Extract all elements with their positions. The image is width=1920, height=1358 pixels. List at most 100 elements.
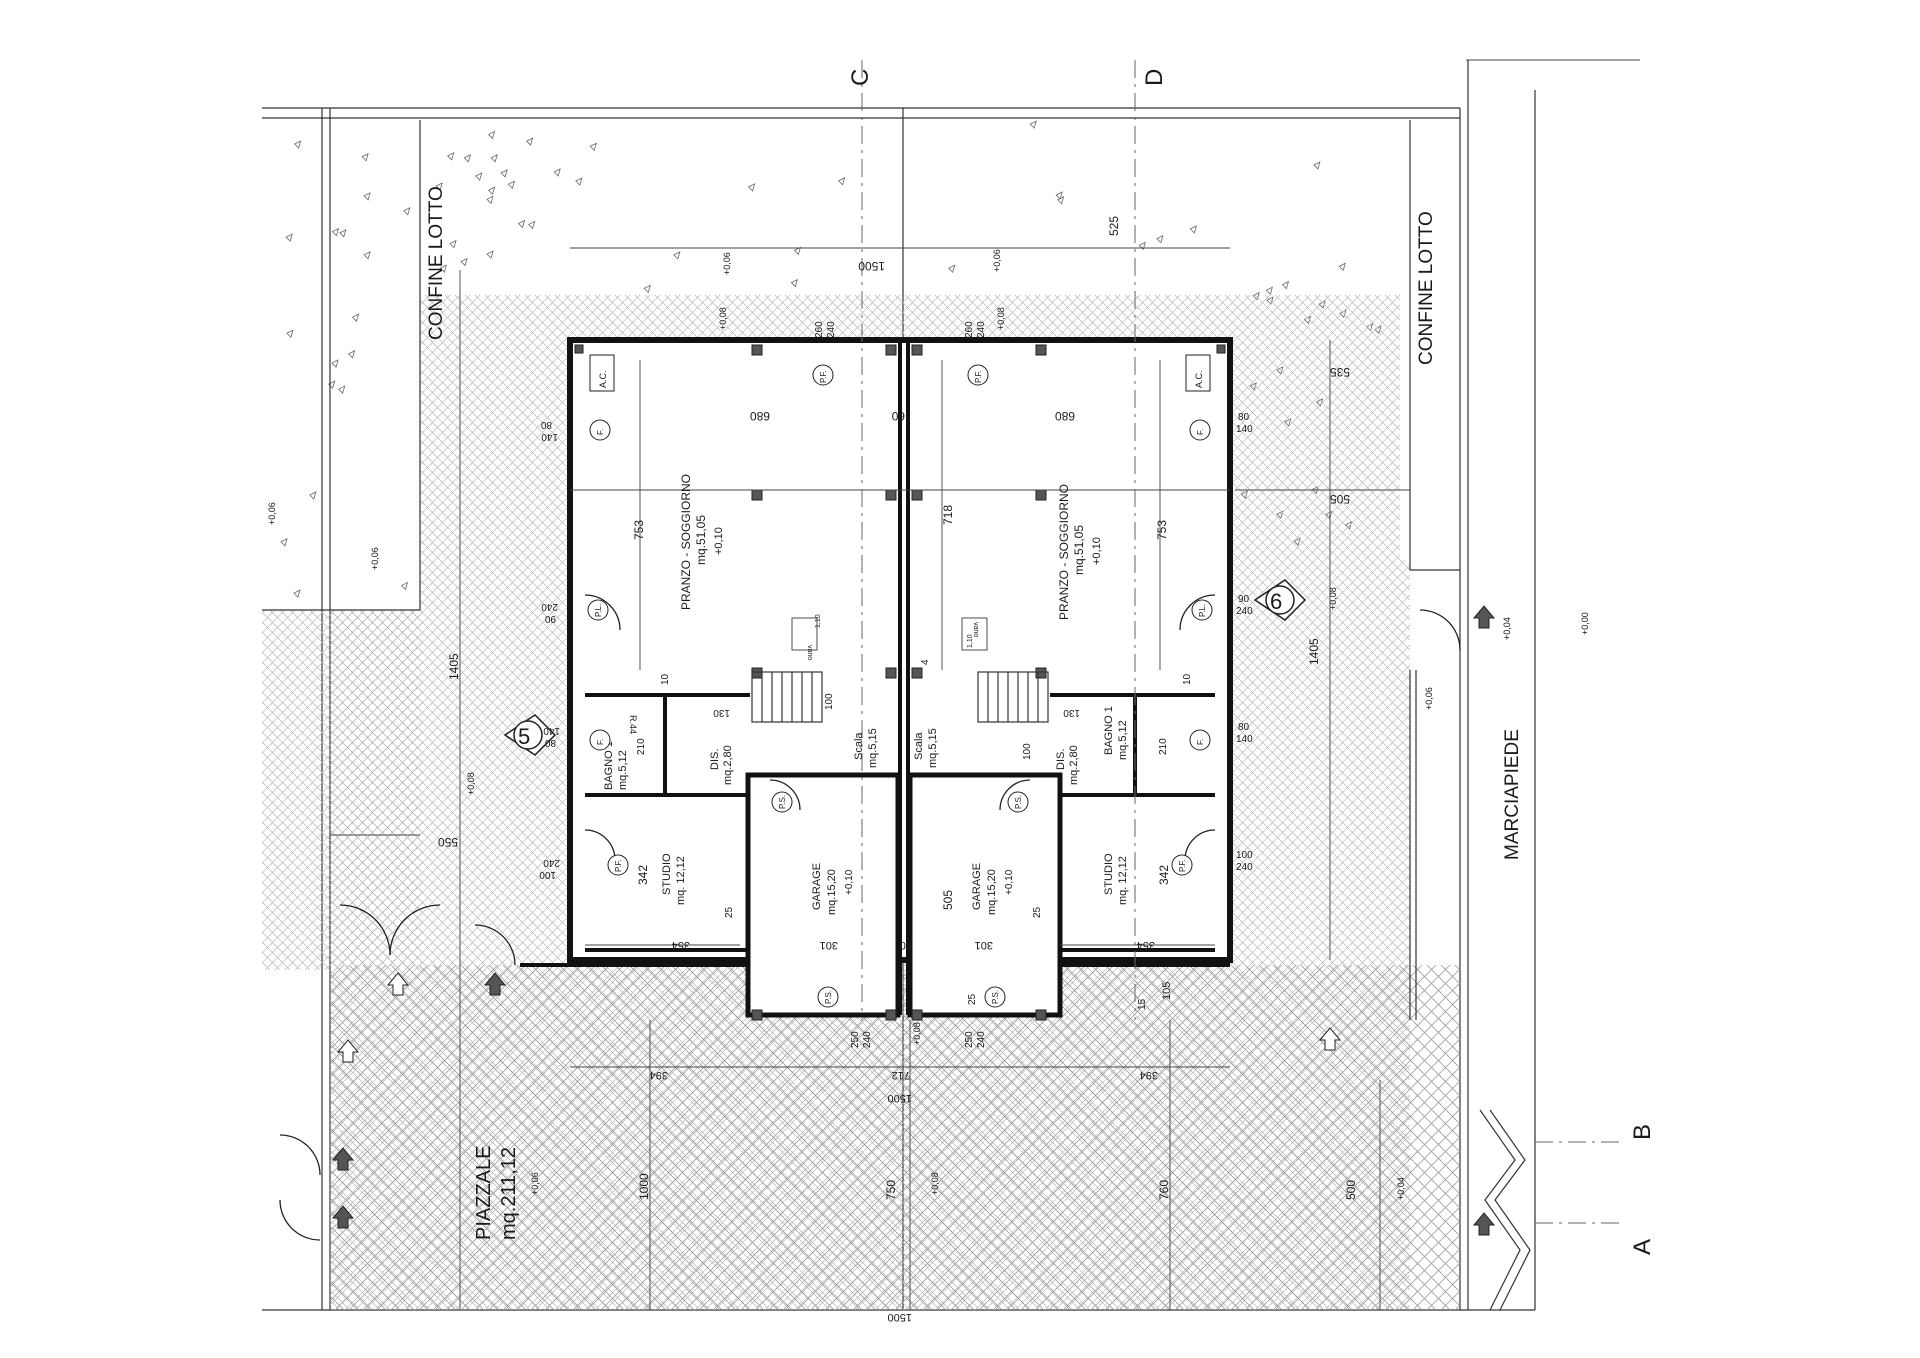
grass-mark xyxy=(1055,191,1063,200)
dim-240-right: 240 xyxy=(976,321,987,338)
dim-712: 712 xyxy=(892,1069,910,1081)
grass-mark xyxy=(790,278,799,288)
level-top-mid: +0,06 xyxy=(722,252,732,275)
unit-markers: 5 6 xyxy=(503,579,1307,756)
grass-mark xyxy=(475,172,483,181)
grass-mark xyxy=(361,152,369,162)
grass-mark xyxy=(1029,120,1037,129)
dim-750: 750 xyxy=(884,1180,898,1200)
section-markers: C D B A xyxy=(847,60,1656,1255)
dim-753-right: 753 xyxy=(1155,520,1169,540)
building xyxy=(520,337,1233,1018)
fixture-pf-left-top: P.F. xyxy=(819,370,828,383)
dim-60-mid: 60 xyxy=(900,939,912,951)
fixtures: A.C. A.C. P.F. P.F. F. F. P.L. P.L. F. F… xyxy=(587,354,1213,1008)
grass-mark xyxy=(527,220,536,230)
grass-mark xyxy=(1265,286,1273,296)
dim-354-left: 354 xyxy=(672,939,690,951)
grass-mark xyxy=(673,251,681,260)
dim-140-right-bath: 140 xyxy=(1236,734,1253,745)
grass-mark xyxy=(460,257,468,267)
level-bottom-left: +0,06 xyxy=(530,1172,540,1195)
dim-301-left: 301 xyxy=(820,939,838,951)
grass-mark xyxy=(449,239,457,249)
dim-718: 718 xyxy=(941,505,955,525)
dim-130-right: 130 xyxy=(1063,707,1080,718)
section-marker-c: C xyxy=(847,69,874,86)
grass-mark xyxy=(351,313,360,322)
dim-140-right-top: 140 xyxy=(1236,424,1253,435)
dim-10-left: 10 xyxy=(660,673,671,685)
dim-10-right: 10 xyxy=(1182,673,1193,685)
unit-marker-6-circle xyxy=(1265,585,1295,615)
room-left-living-area: mq.51,05 xyxy=(694,515,708,565)
grass-mark xyxy=(487,186,496,196)
room-right-dis-name: DIS. xyxy=(1055,749,1067,770)
dim-260-right: 260 xyxy=(964,321,975,338)
grass-mark xyxy=(293,589,301,598)
grass-mark xyxy=(486,250,494,259)
grass-mark xyxy=(1156,234,1164,244)
dim-354-right: 354 xyxy=(1137,939,1155,951)
grass-mark xyxy=(517,219,526,229)
unit-marker-6: 6 xyxy=(1270,589,1282,614)
fixture-pf-right-studio: P.F. xyxy=(1178,859,1187,872)
dim-1000: 1000 xyxy=(637,1173,651,1200)
grass-mark xyxy=(363,251,371,260)
dim-r44: R.44 xyxy=(628,715,638,734)
section-marker-a: A xyxy=(1629,1239,1656,1255)
fixture-f-left: F. xyxy=(596,429,605,435)
level-left-1: +0,06 xyxy=(267,502,277,525)
level-right-4: +0,00 xyxy=(1580,612,1590,635)
grass-mark xyxy=(363,192,371,201)
level-top-left: +0,08 xyxy=(718,307,728,330)
grass-mark xyxy=(447,152,455,161)
level-right-2: +0,06 xyxy=(1424,687,1434,710)
grass-mark xyxy=(339,229,347,238)
dim-250-left: 250 xyxy=(850,1031,861,1048)
room-left-bath-name: BAGNO 1 xyxy=(603,741,615,790)
dim-210-right-bath: 210 xyxy=(1158,738,1169,755)
unit-marker-5: 5 xyxy=(518,724,530,749)
dim-80-left-bath: 80 xyxy=(544,737,556,748)
grass-mark xyxy=(837,177,846,186)
room-right-stair-area: mq.5,15 xyxy=(927,728,939,768)
dim-1500-bottom: 1500 xyxy=(888,1311,912,1323)
dim-25-bot-right: 25 xyxy=(967,993,978,1005)
stairs-right xyxy=(977,671,1049,723)
dim-4: 4 xyxy=(920,659,931,665)
room-left-studio-name: STUDIO xyxy=(661,853,673,895)
dim-100-right-stair: 100 xyxy=(1022,743,1033,760)
fixture-vano-left: vano xyxy=(806,645,813,660)
grass-mark xyxy=(1338,262,1346,272)
level-labels: +0,06 +0,08 +0,06 +0,08 +0,06 +0,06 +0,0… xyxy=(267,249,1590,1200)
grass-mark xyxy=(490,154,498,163)
room-right-living-area: mq.51,05 xyxy=(1072,525,1086,575)
fixture-vano-right-size: 1,10 xyxy=(967,634,974,648)
dim-342-left: 342 xyxy=(636,865,650,885)
doors xyxy=(279,594,1461,1241)
dim-505: 505 xyxy=(1330,492,1350,506)
fixture-ac-left: A.C. xyxy=(598,370,608,388)
dim-240-left: 240 xyxy=(826,321,837,338)
dim-top-1500: 1500 xyxy=(858,259,885,273)
lot-boundary xyxy=(262,120,1460,1020)
fixture-f-right: F. xyxy=(1196,429,1205,435)
room-right-garage-level: +0,10 xyxy=(1004,869,1015,895)
dim-250-right: 250 xyxy=(964,1031,975,1048)
grass-mark xyxy=(793,246,802,256)
dim-80-right-top: 80 xyxy=(1238,412,1250,423)
unit-marker-5-circle xyxy=(513,720,543,750)
dim-15: 15 xyxy=(1137,998,1148,1010)
dim-240-right-bot: 240 xyxy=(976,1031,987,1048)
dim-260-left: 260 xyxy=(814,321,825,338)
room-left-dis-name: DIS. xyxy=(709,749,721,770)
dim-100-left-studio: 100 xyxy=(539,869,556,880)
grass-mark xyxy=(747,183,756,192)
fixture-pl-left: P.L. xyxy=(594,604,603,617)
level-bottom-mid-2: +0,08 xyxy=(930,1172,940,1195)
grass-mark xyxy=(286,329,294,338)
grass-mark xyxy=(1313,161,1321,170)
level-bottom-mid: +0,08 xyxy=(912,1022,922,1045)
